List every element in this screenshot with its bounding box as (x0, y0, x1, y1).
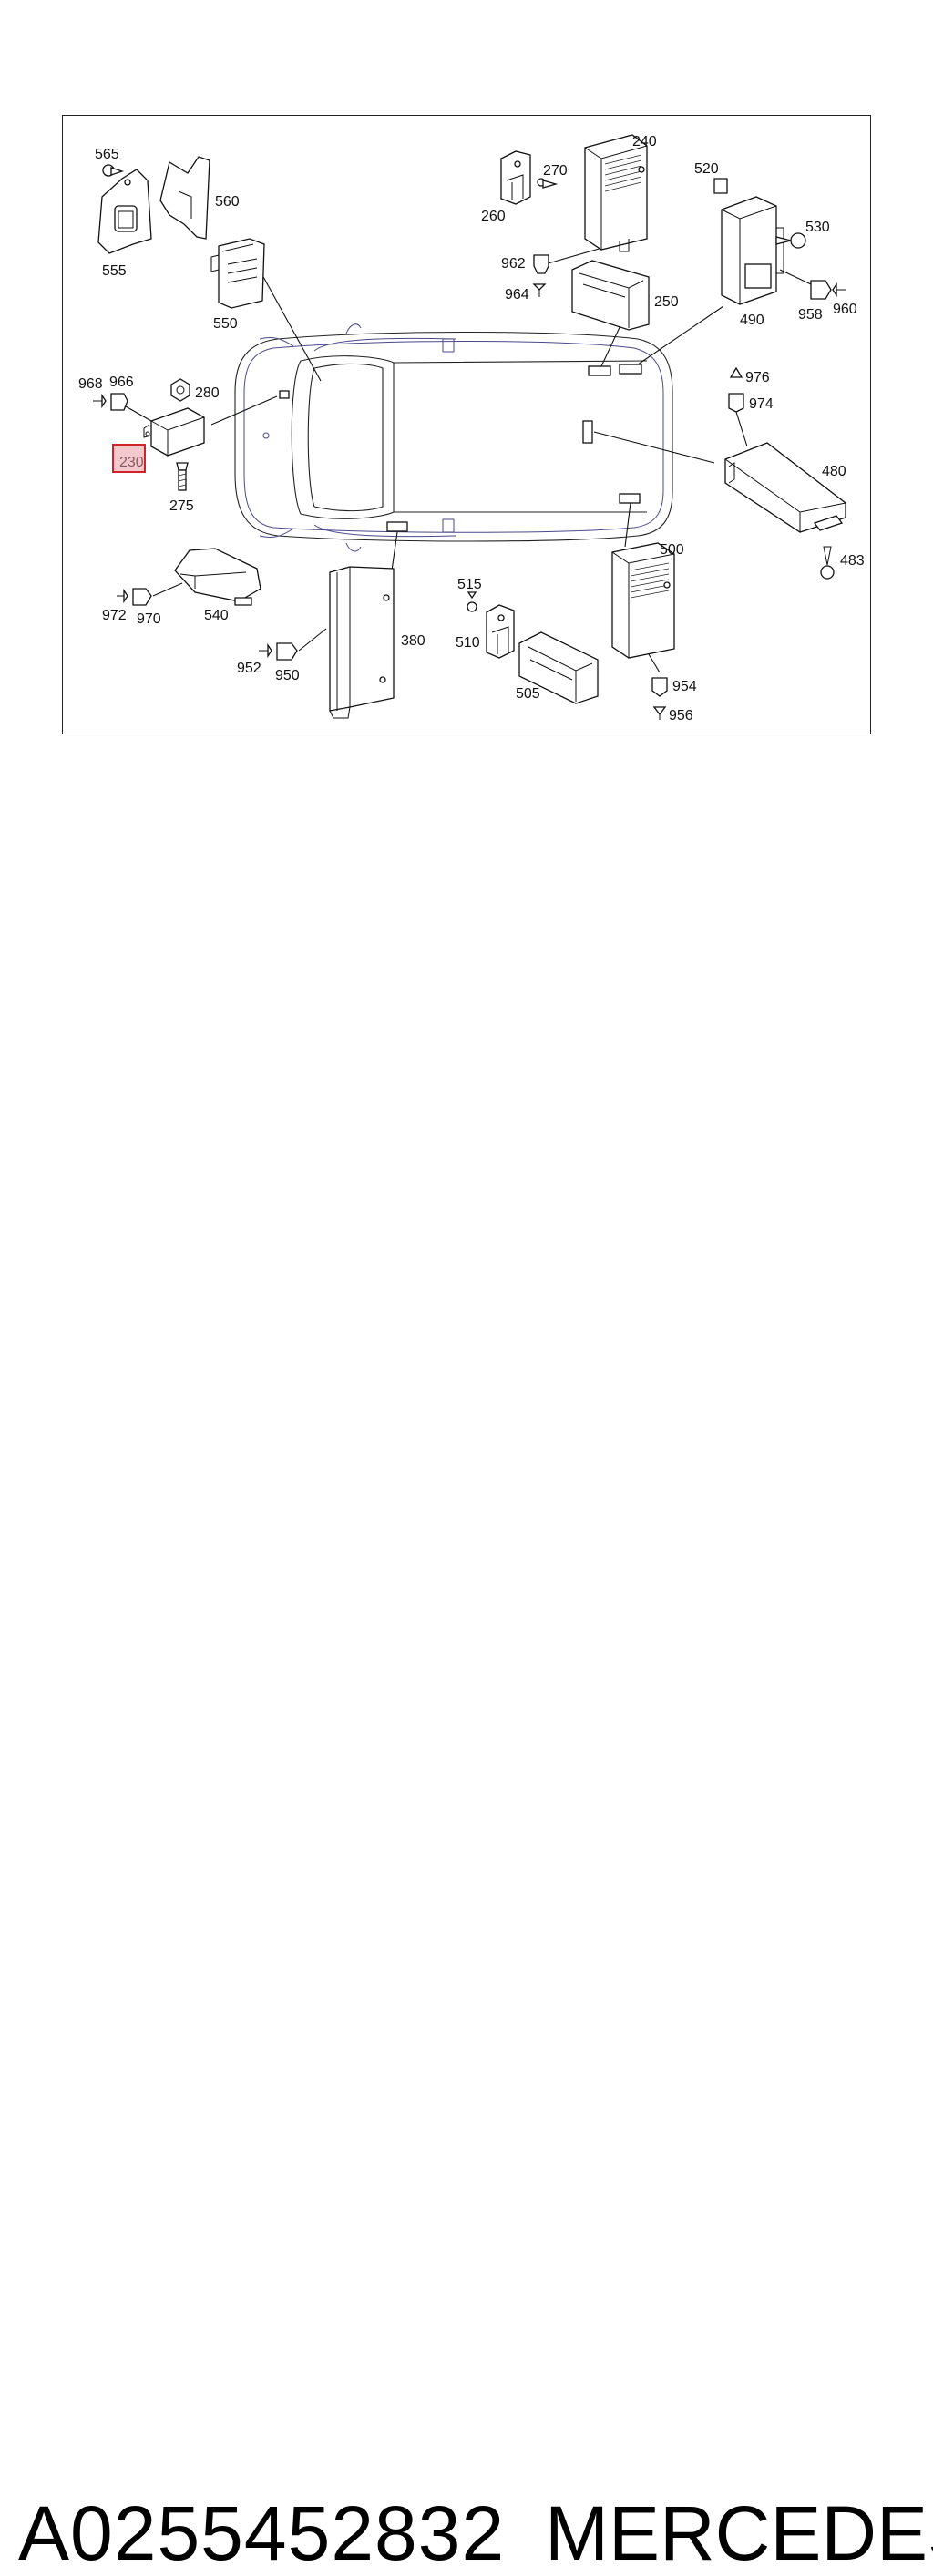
relay-260[interactable] (500, 150, 531, 205)
label-550: 550 (213, 316, 238, 332)
brand-name: MERCEDES (545, 2490, 933, 2576)
label-974: 974 (749, 396, 774, 412)
module-230[interactable] (143, 407, 205, 457)
label-230-highlighted: 230 (119, 455, 144, 470)
module-540[interactable] (174, 548, 261, 606)
pin-515[interactable] (466, 591, 477, 612)
label-500: 500 (660, 542, 684, 558)
label-275: 275 (169, 498, 194, 514)
label-483: 483 (840, 553, 865, 569)
label-972: 972 (102, 608, 127, 623)
pin-960[interactable] (832, 282, 846, 298)
vehicle-outline (234, 323, 673, 552)
pin-270[interactable] (537, 178, 559, 189)
label-964: 964 (505, 287, 529, 303)
pin-956[interactable] (652, 706, 667, 720)
label-515: 515 (457, 577, 482, 592)
part-number: A0255452832 (18, 2490, 506, 2576)
module-550[interactable] (210, 238, 265, 309)
label-480: 480 (822, 464, 846, 479)
clip-520[interactable] (713, 178, 728, 194)
module-240[interactable] (584, 134, 648, 252)
nut-280[interactable] (170, 378, 190, 402)
label-510: 510 (456, 635, 480, 651)
bracket-555[interactable] (97, 169, 152, 254)
pin-972[interactable] (117, 588, 128, 604)
label-490: 490 (740, 313, 764, 328)
label-280: 280 (195, 385, 220, 401)
screw-483[interactable] (820, 546, 835, 580)
label-240: 240 (632, 134, 657, 149)
label-970: 970 (137, 611, 161, 627)
label-520: 520 (694, 161, 719, 177)
bracket-560[interactable] (159, 156, 210, 240)
footer: A0255452832 MERCEDES (0, 1247, 933, 2571)
label-565: 565 (95, 147, 119, 162)
connector-950[interactable] (276, 642, 298, 661)
pin-952[interactable] (259, 642, 272, 659)
connector-970[interactable] (132, 588, 152, 606)
label-250: 250 (654, 294, 679, 310)
label-960: 960 (833, 302, 857, 317)
connector-962[interactable] (533, 254, 549, 274)
label-505: 505 (516, 686, 540, 702)
holder-250[interactable] (571, 260, 650, 331)
holder-505[interactable] (518, 631, 599, 704)
relay-510[interactable] (486, 604, 515, 659)
module-490[interactable] (721, 196, 784, 305)
pin-964[interactable] (532, 283, 547, 297)
module-500[interactable] (611, 542, 675, 659)
highlight-box-230 (112, 444, 146, 473)
label-260: 260 (481, 209, 506, 224)
label-530: 530 (805, 220, 830, 235)
label-968: 968 (78, 376, 103, 392)
label-956: 956 (669, 708, 693, 724)
parts-diagram-frame (62, 115, 871, 734)
connector-966[interactable] (110, 393, 128, 411)
label-958: 958 (798, 307, 823, 323)
connector-958[interactable] (810, 280, 832, 300)
label-950: 950 (275, 668, 300, 683)
screw-530[interactable] (775, 232, 806, 249)
label-966: 966 (109, 375, 134, 390)
bolt-275[interactable] (176, 462, 189, 491)
pin-968[interactable] (93, 393, 107, 409)
label-540: 540 (204, 608, 229, 623)
module-480[interactable] (724, 442, 846, 533)
label-555: 555 (102, 263, 127, 279)
connector-974[interactable] (728, 393, 744, 413)
module-380[interactable] (329, 566, 395, 719)
label-954: 954 (672, 679, 697, 694)
parts-diagram: 565 555 560 550 260 270 240 962 964 250 … (78, 134, 865, 724)
callout-labels: 565 555 560 550 260 270 240 962 964 250 … (78, 134, 865, 724)
label-952: 952 (237, 661, 261, 676)
label-976: 976 (745, 370, 770, 385)
label-380: 380 (401, 633, 425, 649)
label-962: 962 (501, 256, 526, 272)
label-270: 270 (543, 163, 568, 179)
screw-565[interactable] (102, 164, 125, 177)
label-560: 560 (215, 194, 240, 210)
pin-976[interactable] (729, 366, 743, 378)
connector-954[interactable] (651, 677, 668, 697)
